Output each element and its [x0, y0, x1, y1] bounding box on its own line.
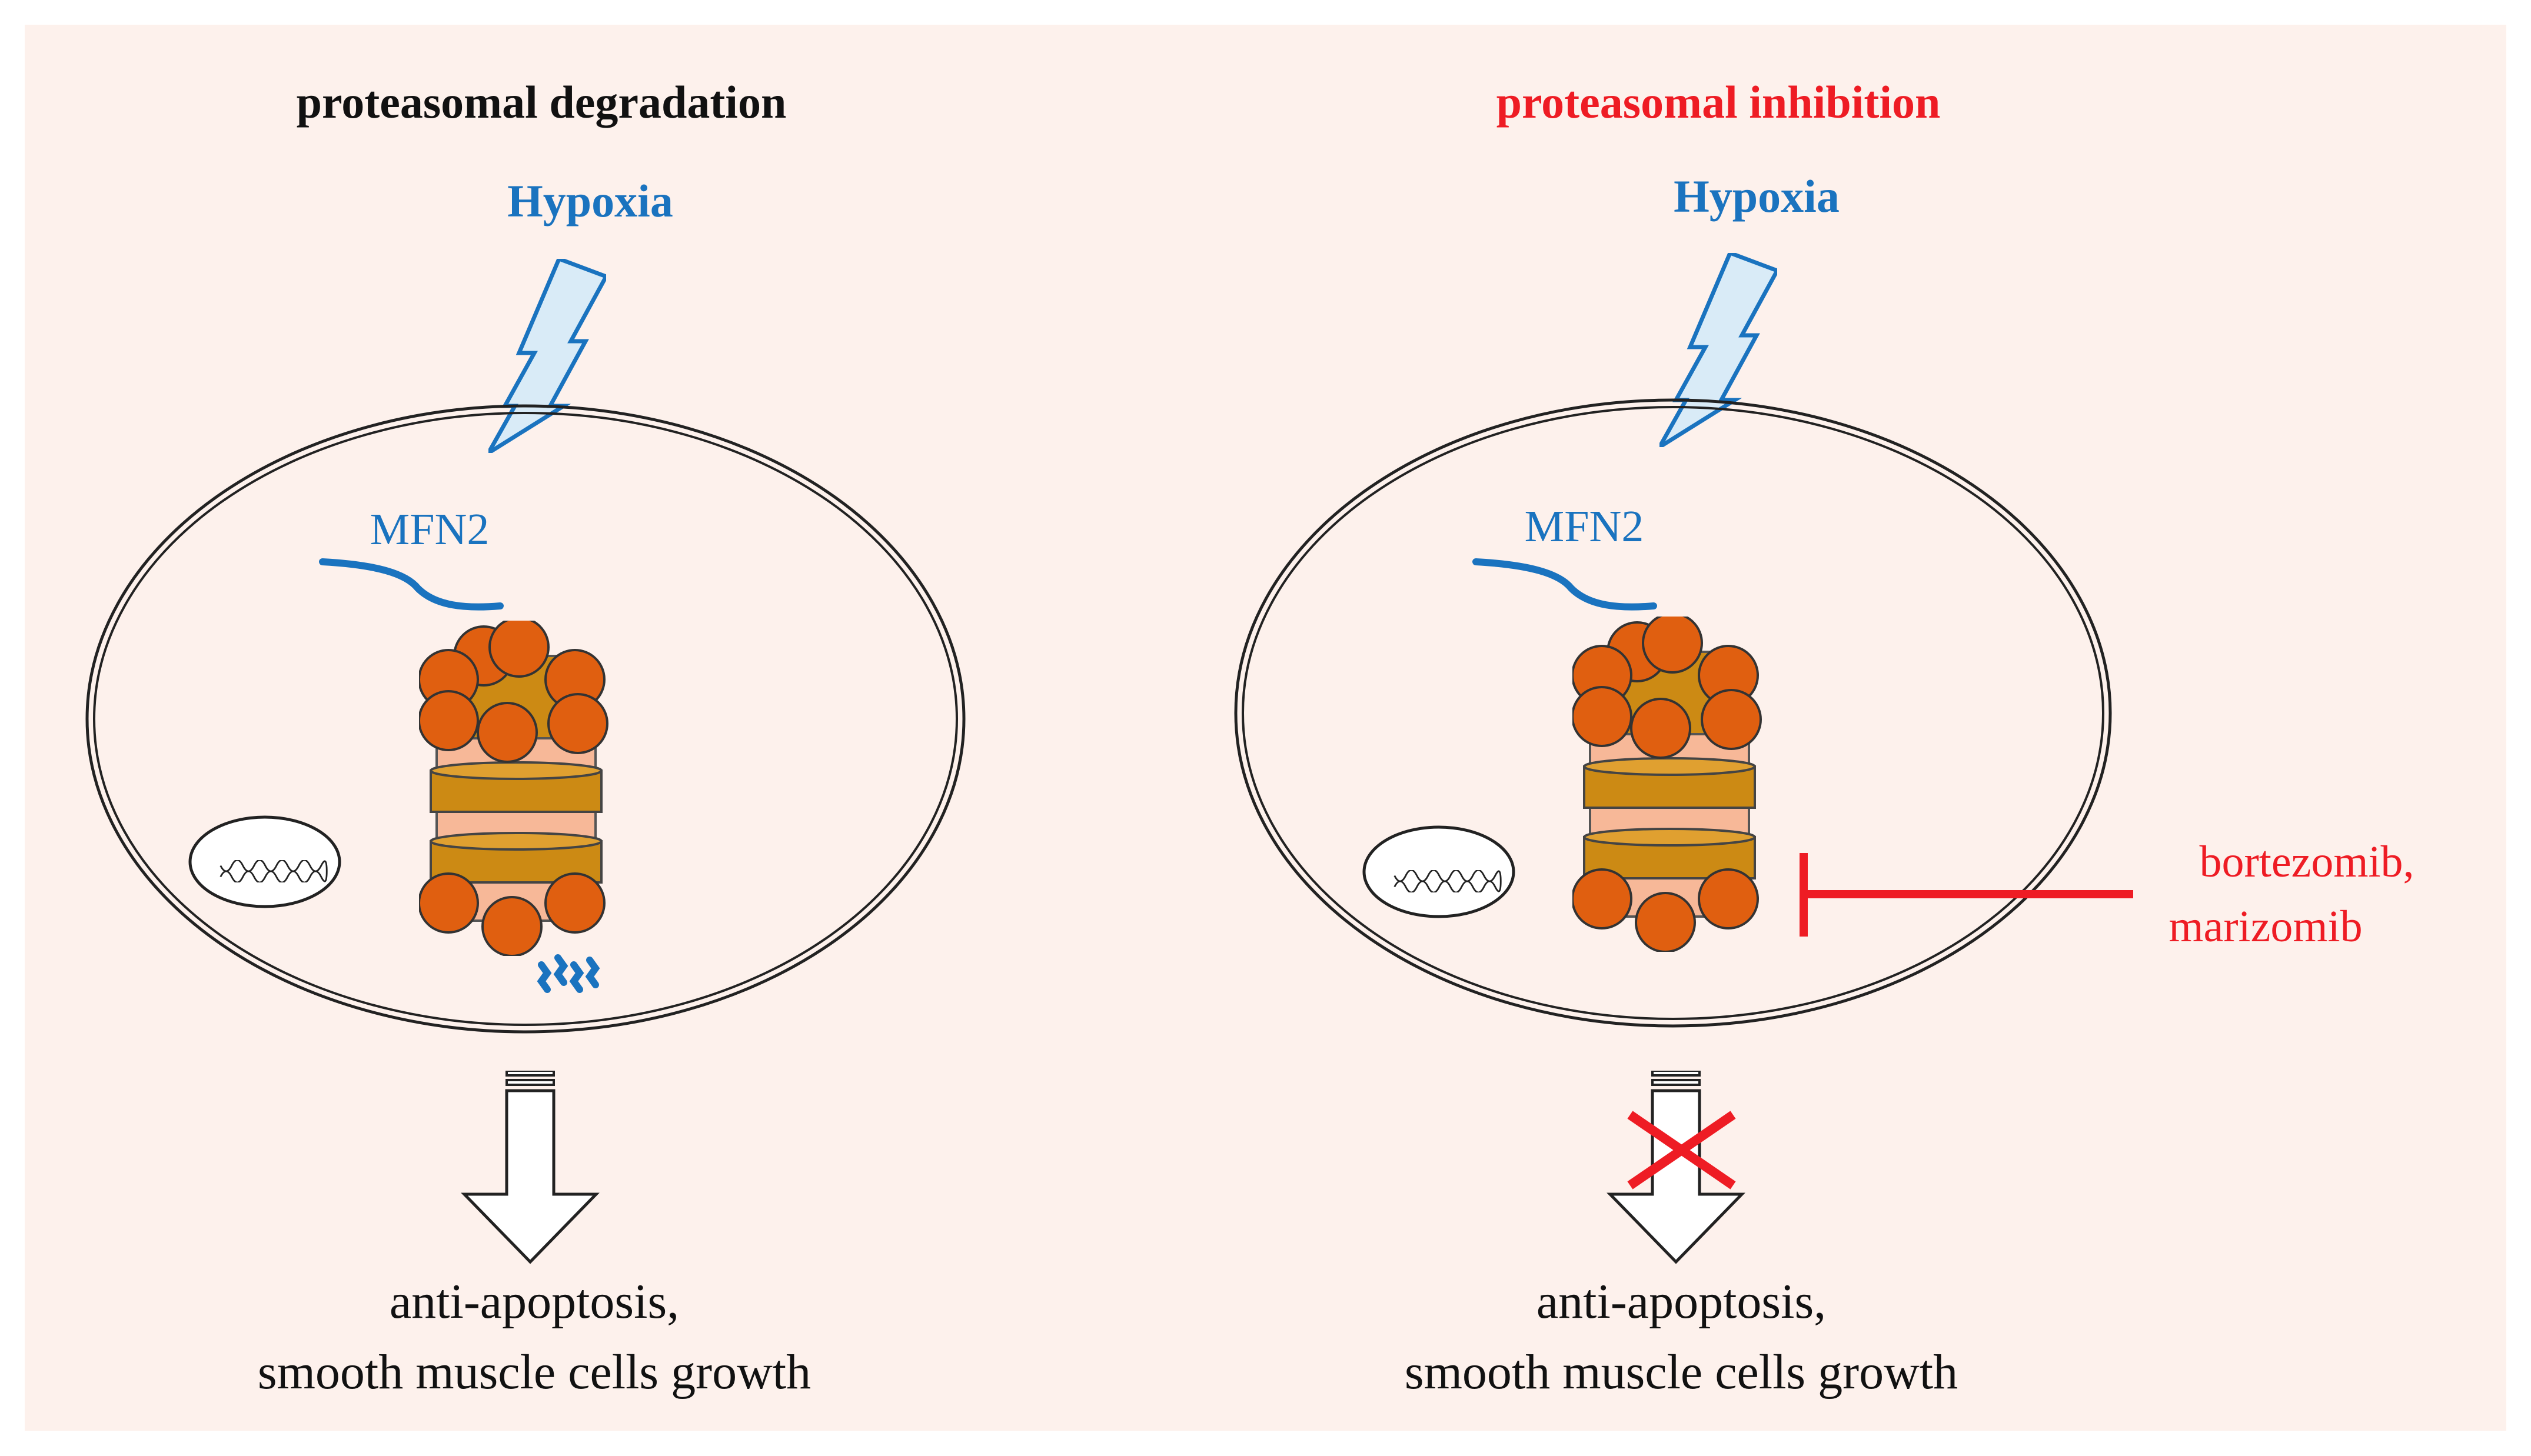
inhibitor-drugs-line2: marizomib [2169, 902, 2362, 951]
inhibitor-drugs-line1: bortezomib, [2199, 837, 2414, 887]
left-cell-inner-membrane [93, 412, 958, 1026]
right-outcome-line2: smooth muscle cells growth [1405, 1345, 1958, 1400]
left-outcome-line2: smooth muscle cells growth [258, 1345, 811, 1400]
left-panel: proteasomal degradation Hypoxia MFN2 ant… [85, 76, 966, 1400]
right-cell-inner-membrane [1242, 406, 2104, 1020]
blocked-cross-icon [1627, 1111, 1736, 1190]
right-hypoxia-label: Hypoxia [1674, 171, 1840, 222]
left-cell-outer-membrane [85, 404, 966, 1034]
left-panel-title: proteasomal degradation [297, 76, 787, 128]
right-nucleus [1362, 825, 1515, 918]
diagram-background [25, 25, 2506, 1431]
right-proteasome [1572, 617, 1762, 952]
right-mfn2-label: MFN2 [1525, 502, 1644, 551]
right-cell-outer-membrane [1234, 398, 2112, 1028]
left-mfn2-label: MFN2 [370, 505, 490, 554]
right-panel-title: proteasomal inhibition [1496, 76, 1941, 128]
left-mfn2-strand [319, 558, 504, 611]
left-hypoxia-label: Hypoxia [507, 175, 673, 226]
left-outcome-line1: anti-apoptosis, [390, 1274, 679, 1329]
left-proteasome [419, 621, 608, 956]
left-degraded-peptides-icon [537, 954, 600, 993]
right-outcome-line1: anti-apoptosis, [1536, 1274, 1826, 1329]
right-mfn2-strand [1472, 558, 1657, 611]
right-panel: proteasomal inhibition Hypoxia MFN2 bort… [1234, 76, 2414, 1400]
left-nucleus [188, 815, 341, 908]
